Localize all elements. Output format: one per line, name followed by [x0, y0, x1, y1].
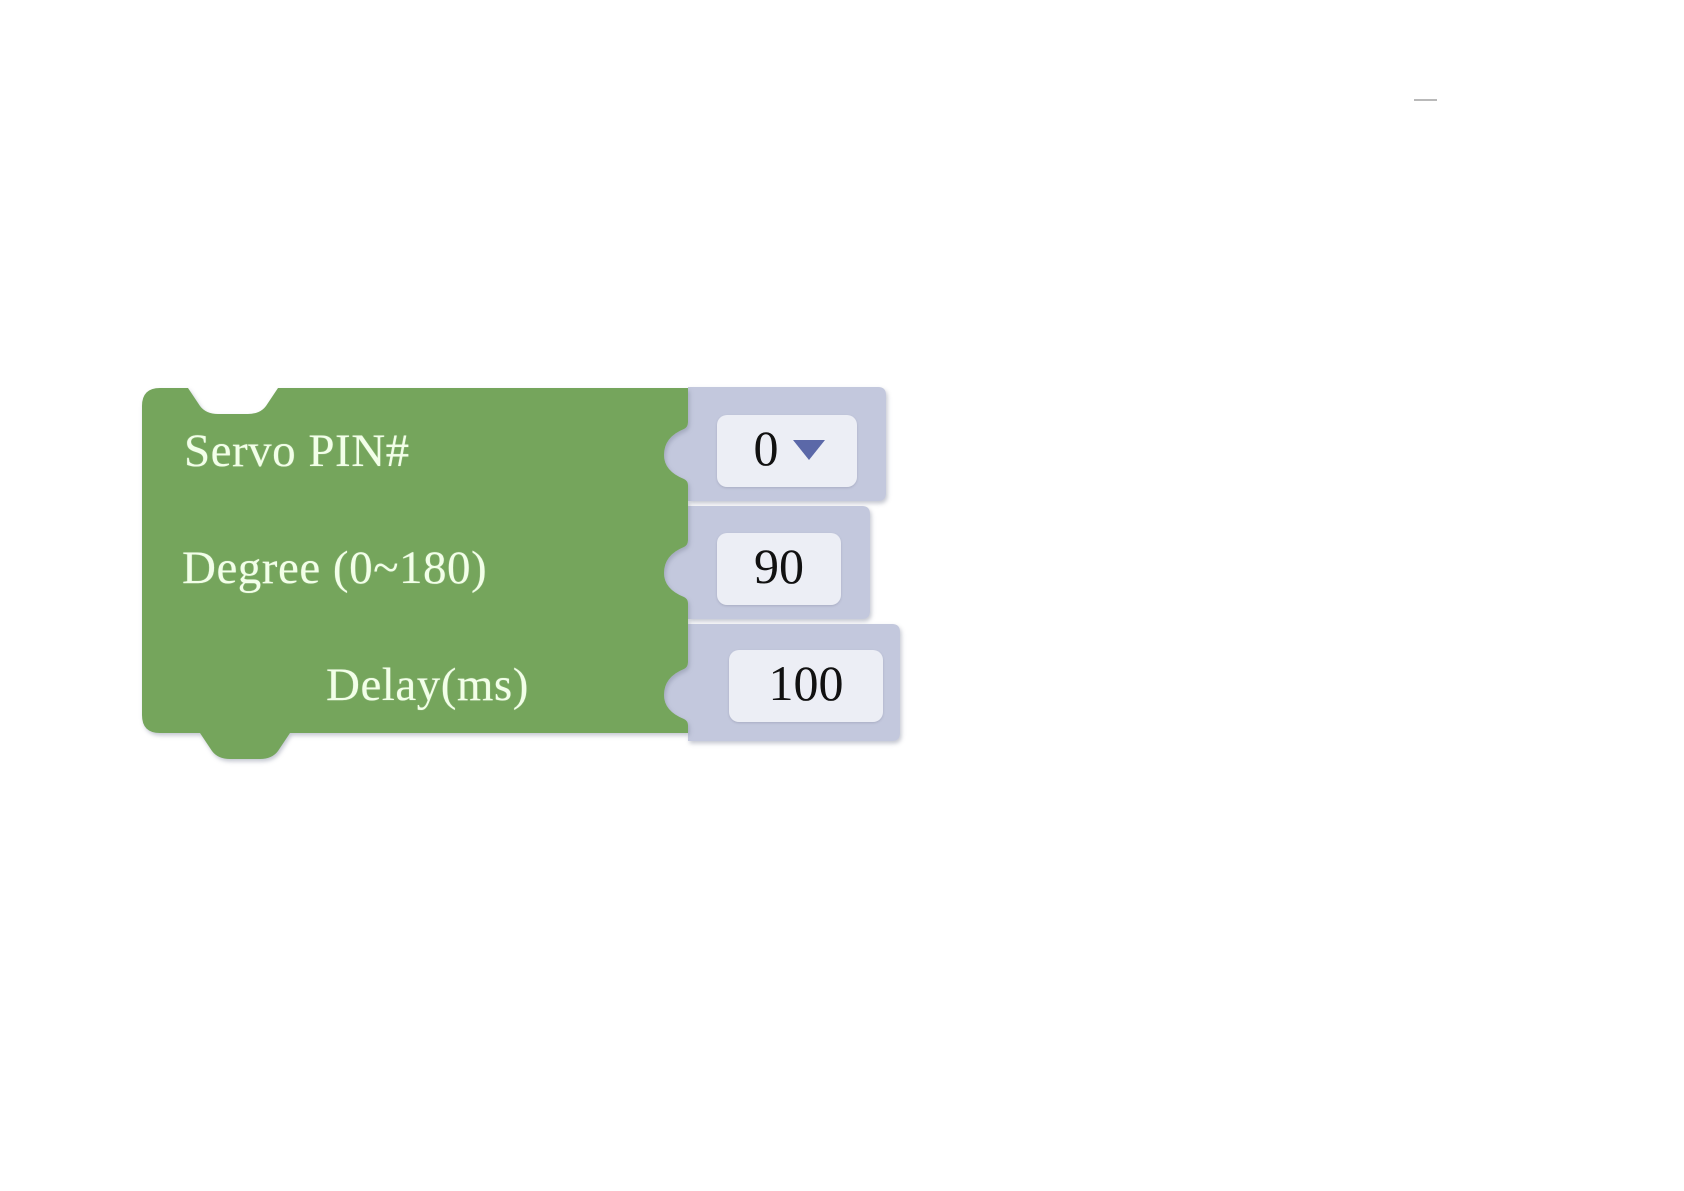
- row-label-servo-pin: Servo PIN#: [184, 425, 410, 477]
- delay-value: 100: [768, 655, 844, 711]
- pin-dropdown-value: 0: [753, 420, 779, 476]
- pin-dropdown-field[interactable]: 0: [717, 415, 857, 487]
- delay-number-field[interactable]: 100: [729, 650, 883, 722]
- servo-block[interactable]: Servo PIN# Degree (0~180) Delay(ms) 0 90…: [140, 385, 910, 775]
- chevron-down-icon[interactable]: [792, 440, 825, 460]
- stray-dash-mark: [1414, 99, 1437, 101]
- degree-value: 90: [754, 538, 804, 594]
- row-label-degree: Degree (0~180): [182, 542, 488, 594]
- degree-number-field[interactable]: 90: [717, 533, 841, 605]
- row-label-delay: Delay(ms): [326, 659, 529, 711]
- green-statement-body: [142, 388, 688, 759]
